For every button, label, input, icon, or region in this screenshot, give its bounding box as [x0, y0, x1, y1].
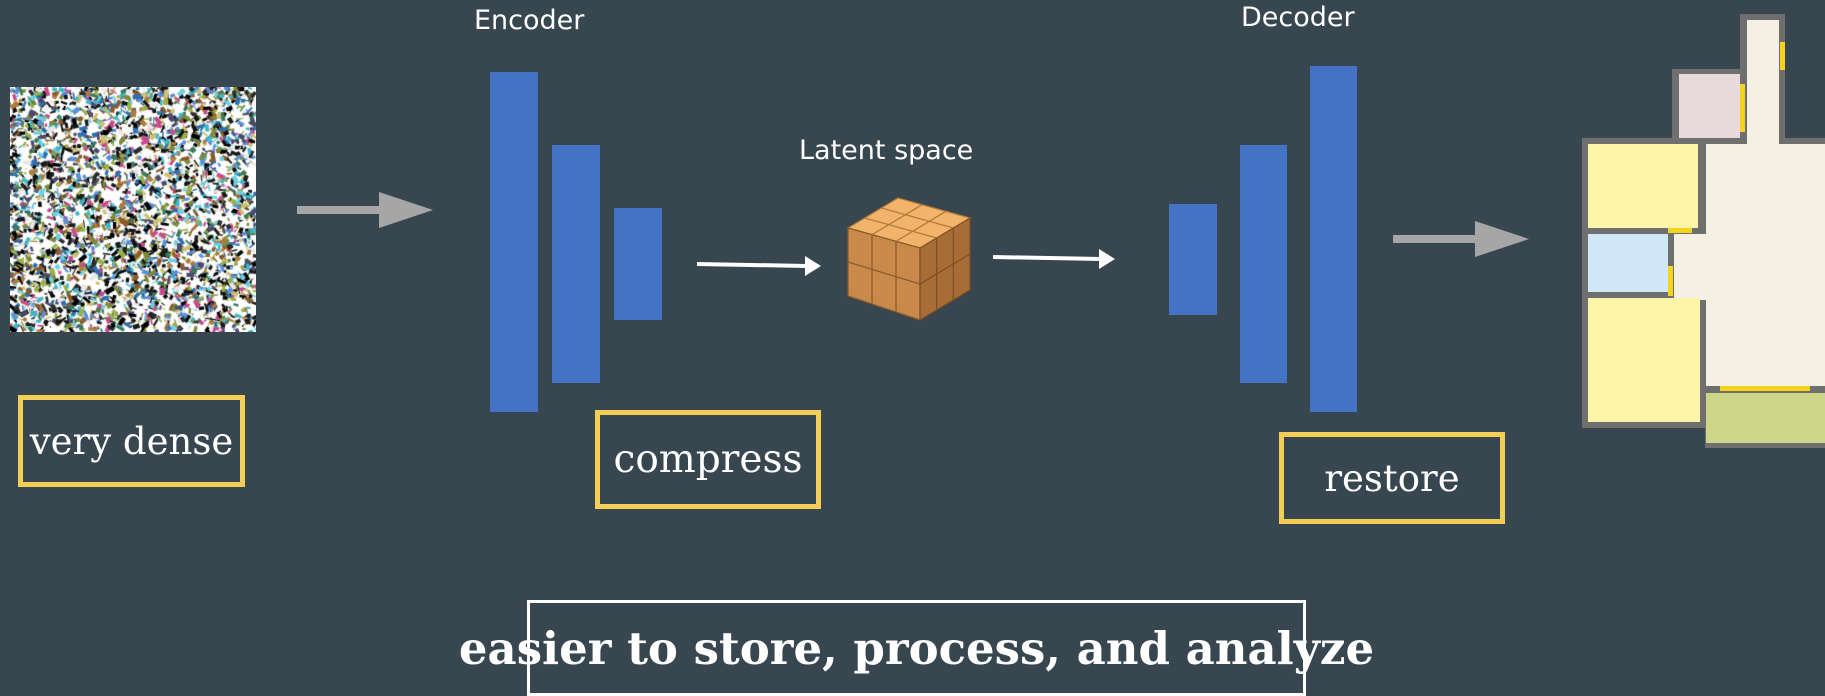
restore-caption: restore [1324, 456, 1460, 500]
compress-caption-box: compress [595, 410, 821, 509]
decoder-title: Decoder [1241, 2, 1355, 33]
output-arrow [1393, 221, 1529, 257]
input-caption: very dense [29, 419, 234, 463]
encoder-bar-1 [490, 72, 538, 412]
noise-image [10, 87, 256, 332]
input-caption-box: very dense [18, 395, 245, 487]
floor-plan-image [1582, 14, 1825, 448]
latent-title: Latent space [799, 135, 974, 166]
summary-box: easier to store, process, and analyze [459, 600, 1374, 696]
input-arrow [297, 192, 433, 228]
compress-caption: compress [613, 437, 803, 482]
latent-to-decoder-arrow [992, 249, 1115, 269]
encoder-to-latent-arrow [696, 256, 821, 276]
encoder-bar-3 [614, 208, 662, 320]
summary-text: easier to store, process, and analyze [458, 621, 1375, 675]
decoder-bar-3 [1310, 66, 1357, 412]
encoder-title: Encoder [474, 5, 585, 36]
encoder-bar-2 [552, 145, 600, 383]
cube-icon [846, 197, 972, 322]
restore-caption-box: restore [1279, 432, 1505, 524]
decoder-bar-2 [1240, 145, 1287, 383]
decoder-bar-1 [1169, 204, 1217, 315]
